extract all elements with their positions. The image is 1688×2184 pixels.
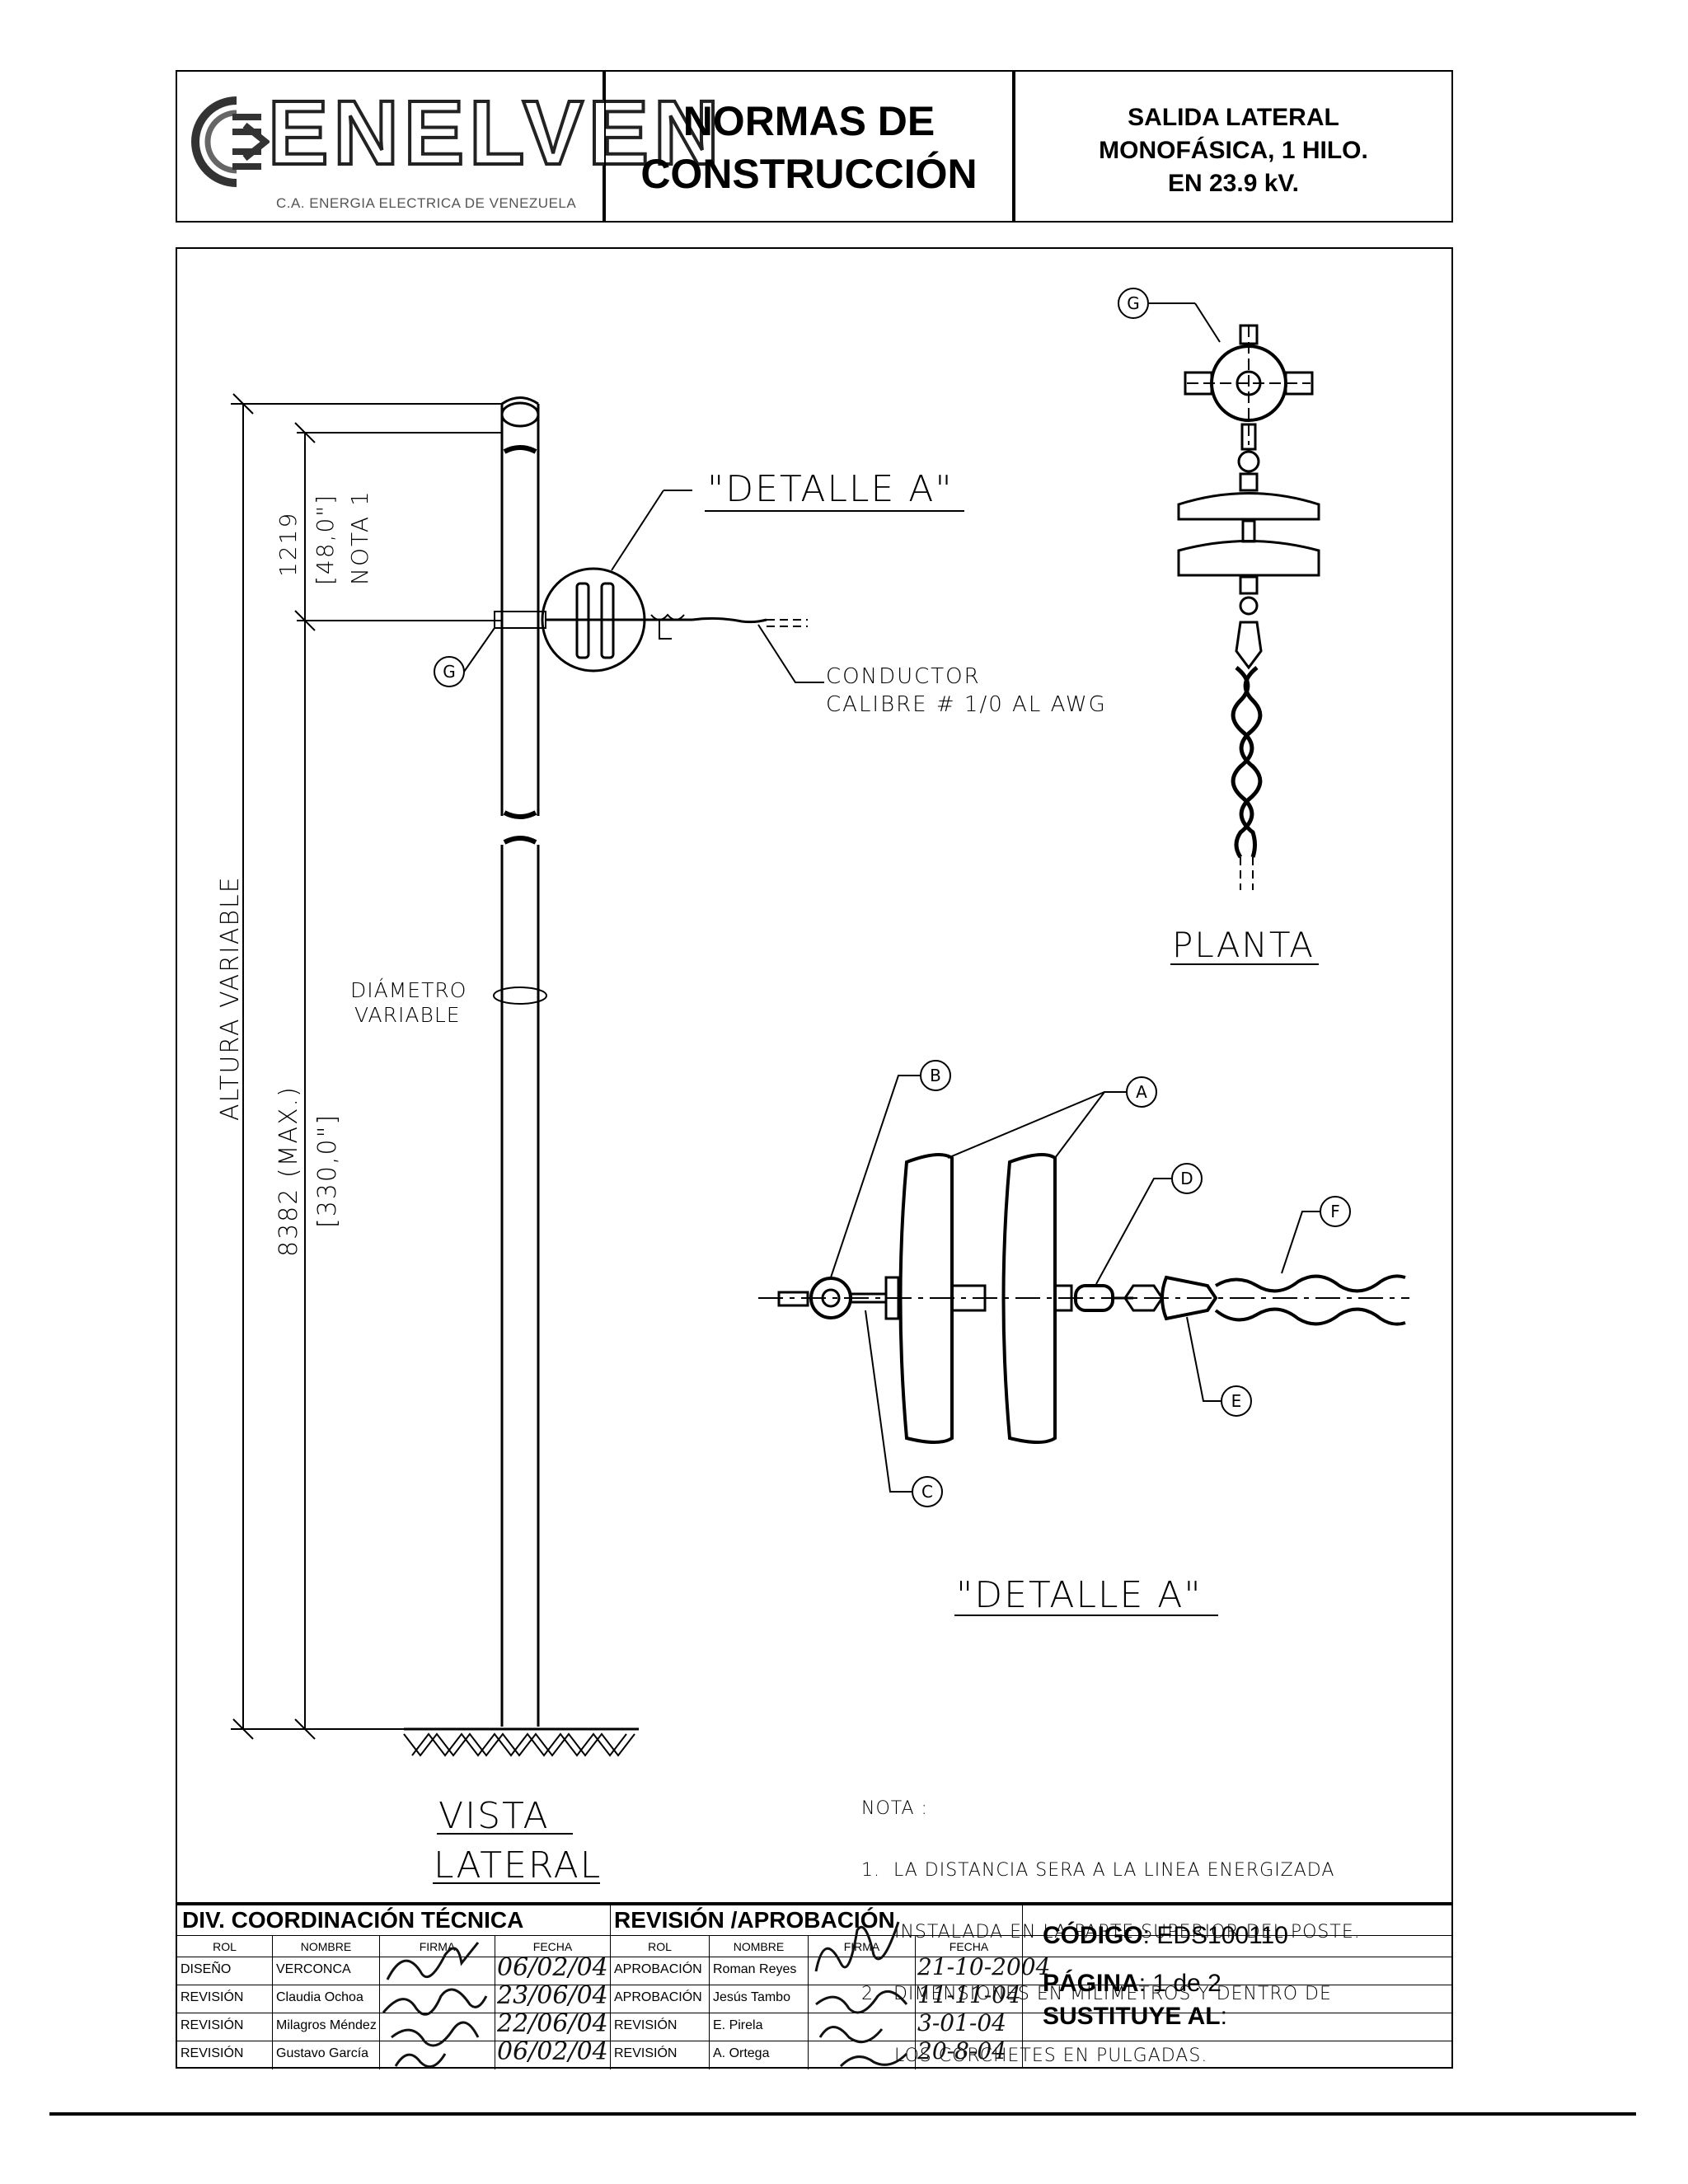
logo-wordmark: ENELVEN xyxy=(266,82,724,184)
title-line-2: CONSTRUCCIÓN xyxy=(640,151,978,197)
title-block-col-headers: ROL NOMBRE FIRMA FECHA ROL NOMBRE FIRMA … xyxy=(177,1935,1451,1957)
vista-title-1: VISTA xyxy=(438,1795,550,1837)
callout-g-pole: G xyxy=(443,662,456,682)
title-block: DIV. COORDINACIÓN TÉCNICA REVISIÓN /APRO… xyxy=(176,1904,1453,2069)
detalle-a-view xyxy=(758,1060,1409,1507)
callout-a: A xyxy=(1136,1082,1147,1102)
conductor-label-2: CALIBRE # 1/0 AL AWG xyxy=(826,692,1107,717)
subtitle-line-2: MONOFÁSICA, 1 HILO. xyxy=(1099,137,1368,164)
pole-attachment xyxy=(494,490,824,683)
subtitle-line-3: EN 23.9 kV. xyxy=(1167,170,1299,197)
diameter-label-1: DIÁMETRO xyxy=(350,978,467,1002)
logo-subtitle: C.A. ENERGIA ELECTRICA DE VENEZUELA xyxy=(276,195,577,211)
enelven-logo-icon xyxy=(191,96,270,187)
header-subtitle-cell: SALIDA LATERAL MONOFÁSICA, 1 HILO. EN 23… xyxy=(1014,70,1453,223)
drawing-frame xyxy=(176,247,1453,1904)
table-row: REVISIÓN Milagros Méndez REVISIÓN E. Pir… xyxy=(177,2013,1451,2041)
subtitle-line-1: SALIDA LATERAL xyxy=(1128,104,1339,131)
table-row: DISEÑO VERCONCA APROBACIÓN Roman Reyes xyxy=(177,1957,1451,1985)
page-subtitle: SALIDA LATERAL MONOFÁSICA, 1 HILO. EN 23… xyxy=(1015,101,1451,200)
detalle-a-title: "DETALLE A" xyxy=(956,1574,1203,1616)
handwritten-date: 3-01-04 xyxy=(917,2009,1006,2036)
signature-scribbles-right xyxy=(814,1921,908,2068)
page-title: NORMAS DE CONSTRUCCIÓN xyxy=(606,95,1012,200)
handwritten-date: 22/06/04 xyxy=(497,2009,608,2038)
pole-shape xyxy=(493,396,547,1727)
callout-b: B xyxy=(930,1066,941,1085)
ground-hatch xyxy=(403,1727,639,1757)
handwritten-date: 20-8-04 xyxy=(917,2037,1006,2064)
dim-total-in: [330,0"] xyxy=(313,1113,342,1228)
handwritten-date: 11-11-04 xyxy=(917,1981,1021,2008)
callout-f: F xyxy=(1330,1202,1340,1221)
note-item: LOS CORCHETES EN PULGADAS. xyxy=(861,2046,1208,2066)
note-item: 2. DIMENSIONES EN MILÍMETROS Y DENTRO DE xyxy=(861,1984,1332,2004)
handwritten-date: 06/02/04 xyxy=(497,2037,608,2066)
title-block-left-heading: DIV. COORDINACIÓN TÉCNICA xyxy=(182,1907,524,1933)
header-logo-cell: ENELVEN C.A. ENERGIA ELECTRICA DE VENEZU… xyxy=(176,70,720,223)
callout-d: D xyxy=(1180,1169,1193,1188)
signature-scribbles-left xyxy=(382,1942,488,2069)
title-block-right-heading: REVISIÓN /APROBACIÓN xyxy=(614,1907,895,1933)
dim-total-label: ALTURA VARIABLE xyxy=(216,875,245,1121)
notes-heading: NOTA : xyxy=(861,1798,928,1819)
dim-total-mm: 8382 (MAX.) xyxy=(274,1085,303,1257)
header-title-cell: NORMAS DE CONSTRUCCIÓN xyxy=(604,70,1014,223)
handwritten-date: 21-10-2004 xyxy=(917,1953,1051,1980)
callout-g-planta: G xyxy=(1127,293,1140,313)
dim-top-mm: 1219 xyxy=(274,511,302,577)
table-row: REVISIÓN Gustavo García REVISIÓN A. Orte… xyxy=(177,2041,1451,2069)
conductor-label-1: CONDUCTOR xyxy=(826,664,981,689)
handwritten-date: 23/06/04 xyxy=(497,1981,608,2010)
callout-c: C xyxy=(921,1482,933,1502)
vista-title-2: LATERAL xyxy=(434,1844,603,1886)
pagina-line: PÁGINA: 1 de 2 xyxy=(1043,1970,1221,1997)
planta-view xyxy=(1118,288,1320,890)
callout-e: E xyxy=(1231,1391,1242,1411)
diameter-label-2: VARIABLE xyxy=(354,1003,461,1027)
codigo-line: CÓDIGO: EDS100110 xyxy=(1043,1922,1288,1949)
detalle-a-callout-label: "DETALLE A" xyxy=(707,468,954,510)
dimension-lines xyxy=(231,393,503,1740)
handwritten-date: 06/02/04 xyxy=(497,1953,608,1982)
title-line-1: NORMAS DE xyxy=(682,98,935,144)
planta-title: PLANTA xyxy=(1172,925,1315,965)
dim-top-note: NOTA 1 xyxy=(346,490,373,585)
dim-top-in: [48,0"] xyxy=(312,493,339,585)
note-item: 1. LA DISTANCIA SERA A LA LINEA ENERGIZA… xyxy=(861,1860,1335,1881)
sustituye-line: SUSTITUYE AL: xyxy=(1043,2003,1227,2030)
table-row: REVISIÓN Claudia Ochoa APROBACIÓN Jesús … xyxy=(177,1985,1451,2013)
